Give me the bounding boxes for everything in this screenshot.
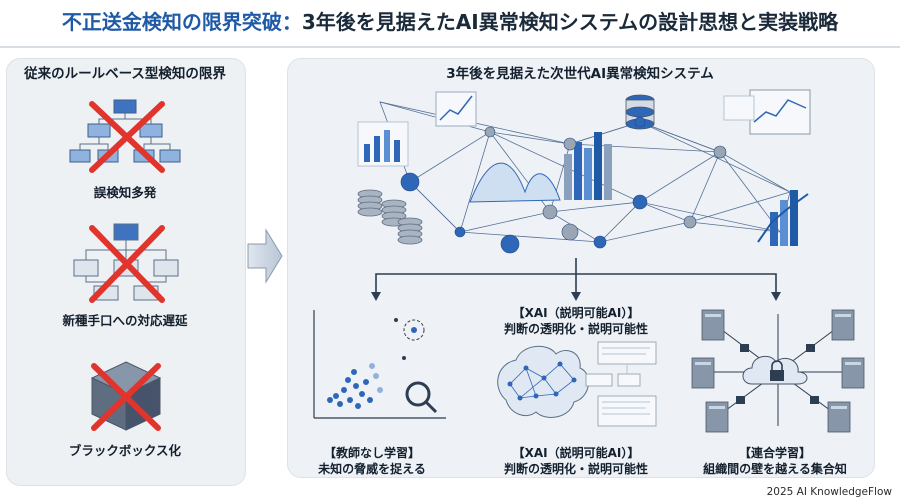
next-gen-heading: 3年後を見据えた次世代AI異常検知システム [446,66,714,82]
document-icon [585,341,657,427]
card-label-xai-1: 【XAI（説明可能AI）】 [512,446,640,460]
branch-arrows [371,258,781,301]
network-icon [357,89,811,254]
coin-stack-icon [357,189,423,245]
title-part-2: 3年後を見据えたAI異常検知システムの設計思想と実装戦略 [301,10,839,34]
card-label-federated-2: 組織間の壁を越える集合知 [703,462,847,476]
brain-icon [497,341,657,427]
federated-network-icon [691,309,865,433]
card-label-unsupervised-2: 未知の脅威を捉える [318,462,426,476]
line-chart-icon [435,91,477,127]
footer-credit: 2025 AI KnowledgeFlow [766,486,892,498]
cross-icon [89,225,165,303]
transition-arrow-icon [247,228,283,284]
hierarchy-chart-icon [73,223,179,303]
legacy-heading: 従来のルールベース型検知の限界 [24,66,226,82]
legacy-item-label-1: 誤検知多発 [93,185,157,200]
card-label-federated-1: 【連合学習】 [738,446,811,460]
magnifier-icon [405,381,438,414]
card-label-unsupervised-1: 【教師なし学習】 [323,446,420,460]
bar-chart-icon [564,132,612,200]
xai-top-title: 【XAI（説明可能AI）】 [512,306,640,320]
scatter-plot-icon [313,310,446,419]
title-part-1: 不正送金検知の限界突破： [61,10,302,34]
lock-icon [736,344,819,404]
cross-icon [91,363,161,431]
cloud-icon [742,355,808,385]
bar-chart-icon [757,190,809,246]
hierarchy-chart-icon [69,99,181,173]
cross-icon [89,101,165,173]
area-chart-icon [469,162,561,203]
card-label-xai-2: 判断の透明化・説明可能性 [503,462,648,476]
server-icon [691,309,865,433]
xai-top-subtitle: 判断の透明化・説明可能性 [503,322,648,336]
bar-chart-icon [357,121,409,167]
title-divider [0,46,900,48]
cube-icon [90,361,162,431]
legacy-item-label-3: ブラックボックス化 [68,443,182,458]
monitor-chart-icon [723,89,811,135]
page-title: 不正送金検知の限界突破：3年後を見据えたAI異常検知システムの設計思想と実装戦略 [0,0,900,44]
legacy-item-label-2: 新種手口への対応遅延 [62,313,188,328]
